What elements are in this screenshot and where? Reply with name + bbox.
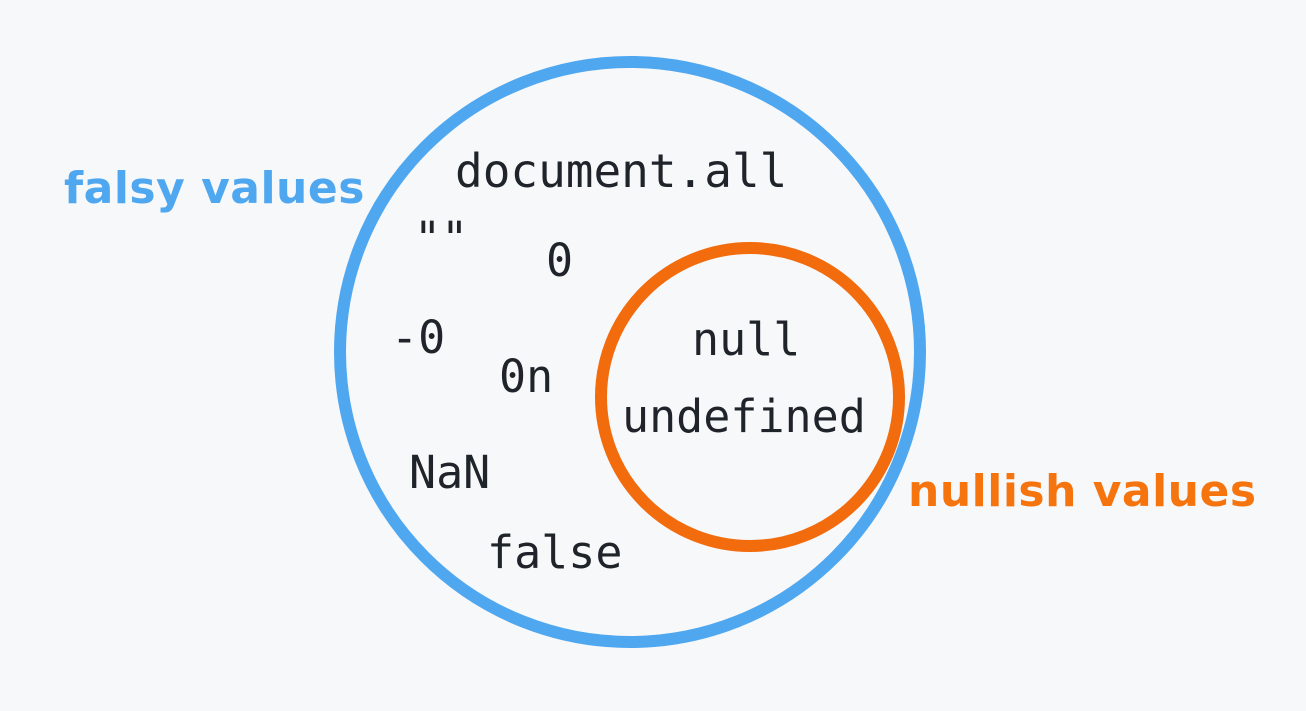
nullish-set-label: nullish values (908, 466, 1257, 517)
value-bigint-zero: 0n (499, 350, 554, 403)
value-undefined: undefined (622, 390, 866, 443)
value-false: false (487, 526, 623, 579)
value-document-all: document.all (455, 144, 788, 198)
value-empty-string: "" (414, 212, 469, 265)
value-nan: NaN (409, 446, 491, 499)
falsy-set-label: falsy values (64, 163, 365, 214)
value-negative-zero: -0 (391, 311, 446, 364)
value-zero: 0 (546, 234, 574, 287)
value-null: null (692, 313, 801, 366)
